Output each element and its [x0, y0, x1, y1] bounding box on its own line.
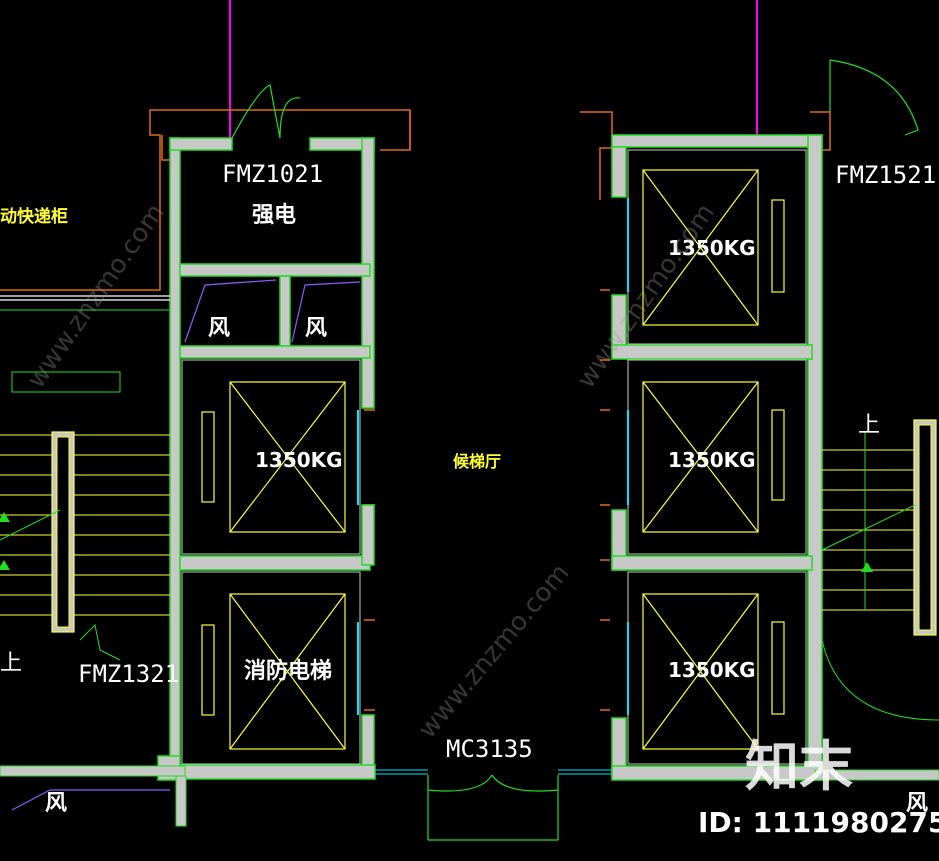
elevator-car-1	[201, 381, 346, 533]
elevator-capacity-label-3: 1350KG	[668, 448, 756, 472]
elevator-car-3	[642, 381, 785, 533]
vent-label-2: 风	[305, 316, 327, 341]
door-fmz1321-label: FMZ1321	[78, 660, 179, 688]
watermark-logo: 知末 ID: 1111980275	[698, 735, 939, 839]
elevator-car-fire	[201, 593, 346, 750]
elevator-car-2	[642, 169, 785, 326]
door-fmz1521-label: FMZ1521	[835, 161, 936, 189]
door-mc3135-label: MC3135	[446, 735, 533, 763]
elevator-capacity-label-1: 1350KG	[255, 448, 343, 472]
watermark-logo-text: 知末	[745, 735, 853, 798]
watermark-site-3: www.znzmo.com	[412, 558, 575, 744]
vent-shaft-marks	[11, 279, 361, 811]
strong-electric-label: 强电	[252, 203, 296, 228]
shaft-outlines	[181, 149, 807, 765]
vent-label-4: 风	[906, 791, 928, 816]
elevator-hall-label: 候梯厅	[453, 452, 501, 471]
watermark-site-2: www.znzmo.com	[571, 198, 721, 394]
door-fmz1021-label: FMZ1021	[222, 160, 323, 188]
vent-label-1: 风	[208, 316, 230, 341]
lower-walls	[0, 765, 939, 827]
right-core-walls	[611, 134, 823, 781]
left-stair	[0, 295, 170, 661]
left-core-walls	[157, 137, 376, 781]
orange-outlines	[0, 109, 831, 711]
courier-cabinet-label: 动快递柜	[0, 206, 68, 227]
elevator-car-4	[642, 593, 785, 750]
elevator-capacity-label-4: 1350KG	[668, 658, 756, 682]
door-swings	[231, 59, 919, 841]
elevator-doors	[357, 198, 629, 715]
watermark-id-text: ID: 1111980275	[698, 806, 939, 839]
entrance-threshold	[375, 769, 612, 775]
stair-up-label-right: 上	[858, 413, 880, 438]
elevator-capacity-label-2: 1350KG	[668, 236, 756, 260]
right-stair	[821, 419, 939, 721]
axis-lines	[229, 0, 758, 138]
stair-up-label-left: 上	[0, 651, 22, 676]
vent-label-3: 风	[45, 791, 67, 816]
elevator-cars	[201, 169, 785, 750]
fire-elevator-label: 消防电梯	[244, 658, 332, 684]
